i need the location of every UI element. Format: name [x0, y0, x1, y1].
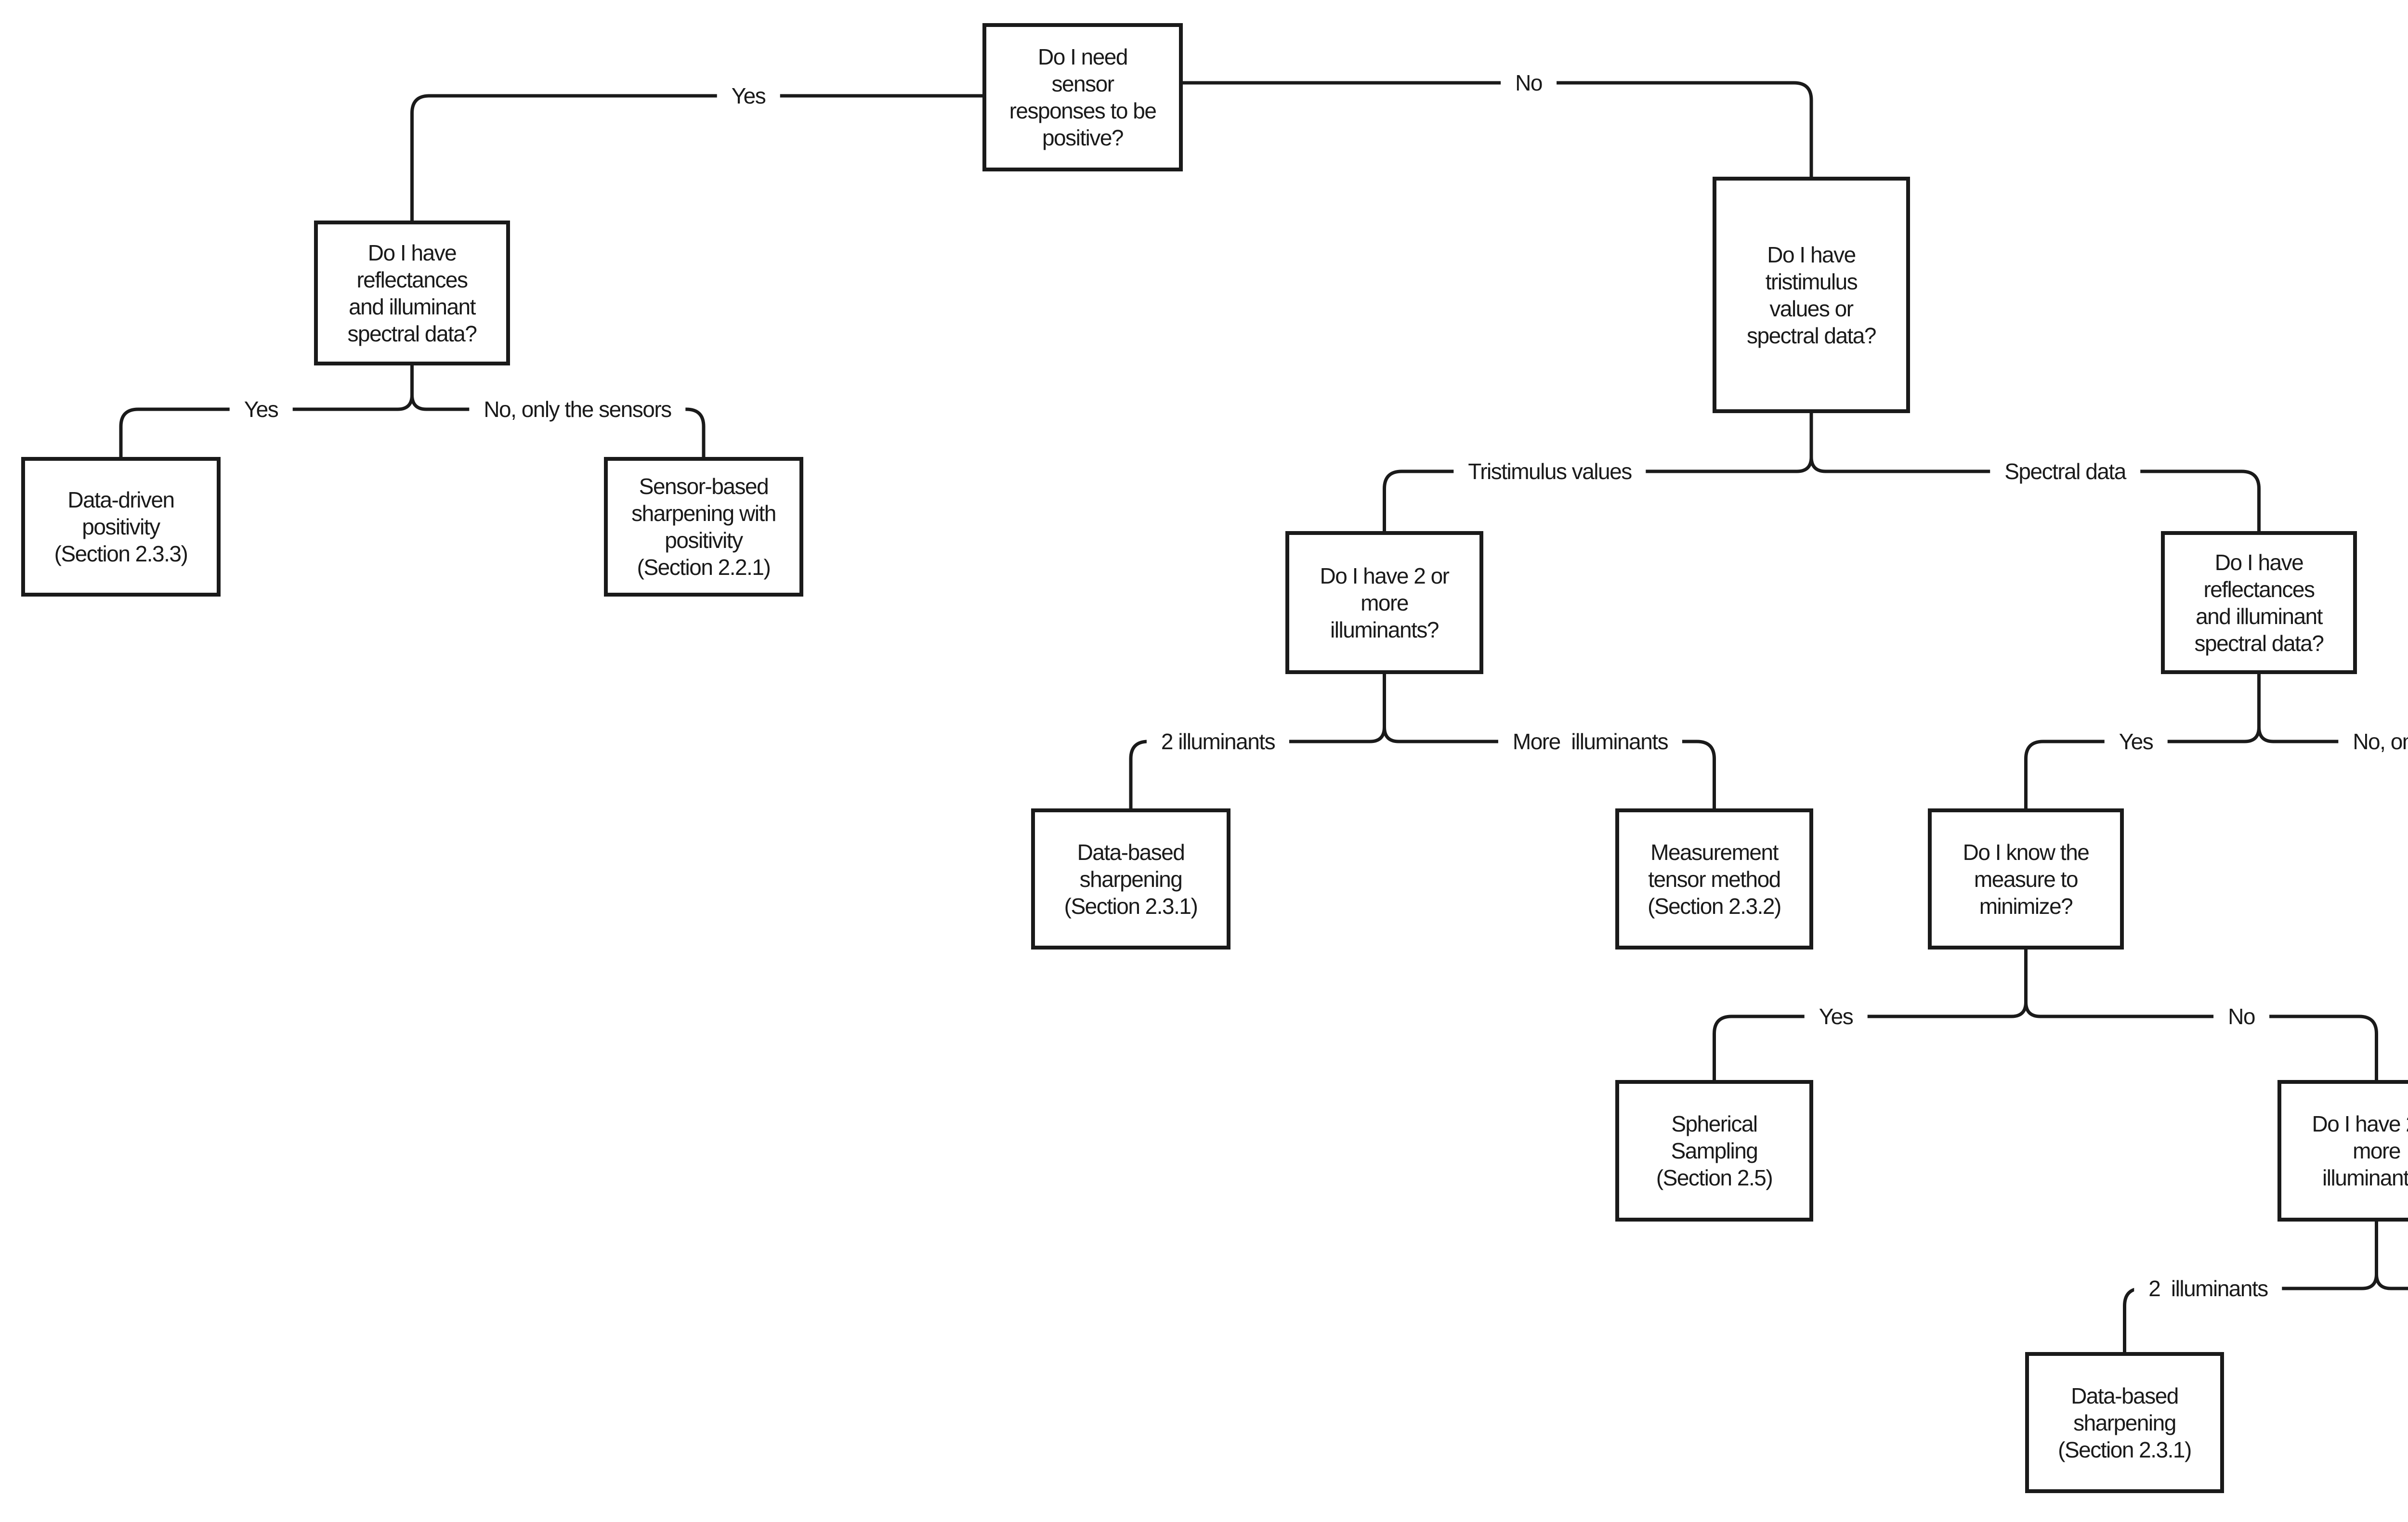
edge-label-no-only-sensors-right: No, only the sensors [2338, 728, 2408, 755]
connector [1713, 950, 2028, 1080]
node-question-two-illuminants-left: Do I have 2 or more illuminants? [1285, 531, 1483, 674]
connector [2257, 727, 2408, 743]
edge-label-no-top: No [1501, 69, 1557, 96]
edge-label-more-illuminants-mid: More illuminants [1498, 728, 1683, 755]
edge-label-yes-top: Yes [717, 82, 780, 109]
connector [2024, 1002, 2378, 1080]
node-data-based-sharpening-2: Data-based sharpening (Section 2.3.1) [2025, 1352, 2224, 1493]
node-question-know-measure: Do I know the measure to minimize? [1928, 808, 2124, 950]
connector [1183, 81, 1813, 177]
edge-label-2-illuminants-mid: 2 illuminants [1146, 728, 1290, 755]
node-sensor-sharpening-with-positivity: Sensor-based sharpening with positivity … [604, 457, 803, 597]
node-spherical-sampling: Spherical Sampling (Section 2.5) [1615, 1080, 1813, 1222]
node-question-reflectances-right: Do I have reflectances and illuminant sp… [2161, 531, 2357, 674]
edge-label-no-measure: No [2213, 1003, 2269, 1030]
node-question-reflectances-left: Do I have reflectances and illuminant sp… [314, 221, 510, 365]
node-measurement-tensor-1: Measurement tensor method (Section 2.3.2… [1615, 808, 1813, 950]
node-question-need-positive: Do I need sensor responses to be positiv… [982, 23, 1183, 171]
edge-label-yes-left: Yes [229, 396, 293, 423]
edge-label-spectral-data: Spectral data [1990, 458, 2140, 485]
edge-label-no-only-sensors-left: No, only the sensors [469, 396, 686, 423]
connector [410, 394, 706, 457]
edge-label-tristimulus-values: Tristimulus values [1453, 458, 1646, 485]
node-question-tristimulus-or-spectral: Do I have tristimulus values or spectral… [1713, 177, 1910, 413]
connector [1383, 727, 1716, 808]
connector [1809, 456, 2261, 531]
connector [410, 94, 982, 221]
node-data-driven-positivity: Data-driven positivity (Section 2.3.3) [21, 457, 221, 597]
edge-label-yes-right: Yes [2104, 728, 2168, 755]
edge-label-2-illuminants-bottom: 2 illuminants [2134, 1275, 2282, 1302]
connector [2375, 1274, 2408, 1290]
edge-label-yes-measure: Yes [1804, 1003, 1868, 1030]
node-question-two-illuminants-right: Do I have 2 or more illuminants? [2277, 1080, 2408, 1222]
node-data-based-sharpening-1: Data-based sharpening (Section 2.3.1) [1031, 808, 1230, 950]
